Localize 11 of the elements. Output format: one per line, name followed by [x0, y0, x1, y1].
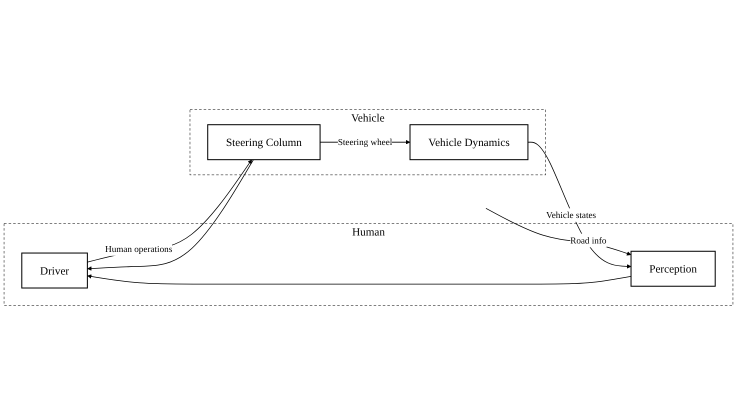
edge-label: Steering wheel: [338, 136, 392, 148]
node-box: Perception: [630, 250, 716, 287]
arrow: [87, 274, 632, 284]
arrow: [486, 208, 632, 256]
arrow: [528, 142, 632, 269]
node-box: Vehicle Dynamics: [410, 124, 528, 160]
node-box: Driver: [21, 252, 88, 289]
node-box: Steering Column: [207, 124, 321, 160]
edge-label: Vehicle states: [546, 210, 596, 220]
edge-label: Road info: [570, 235, 606, 246]
edge-label: Human operations: [105, 244, 172, 254]
